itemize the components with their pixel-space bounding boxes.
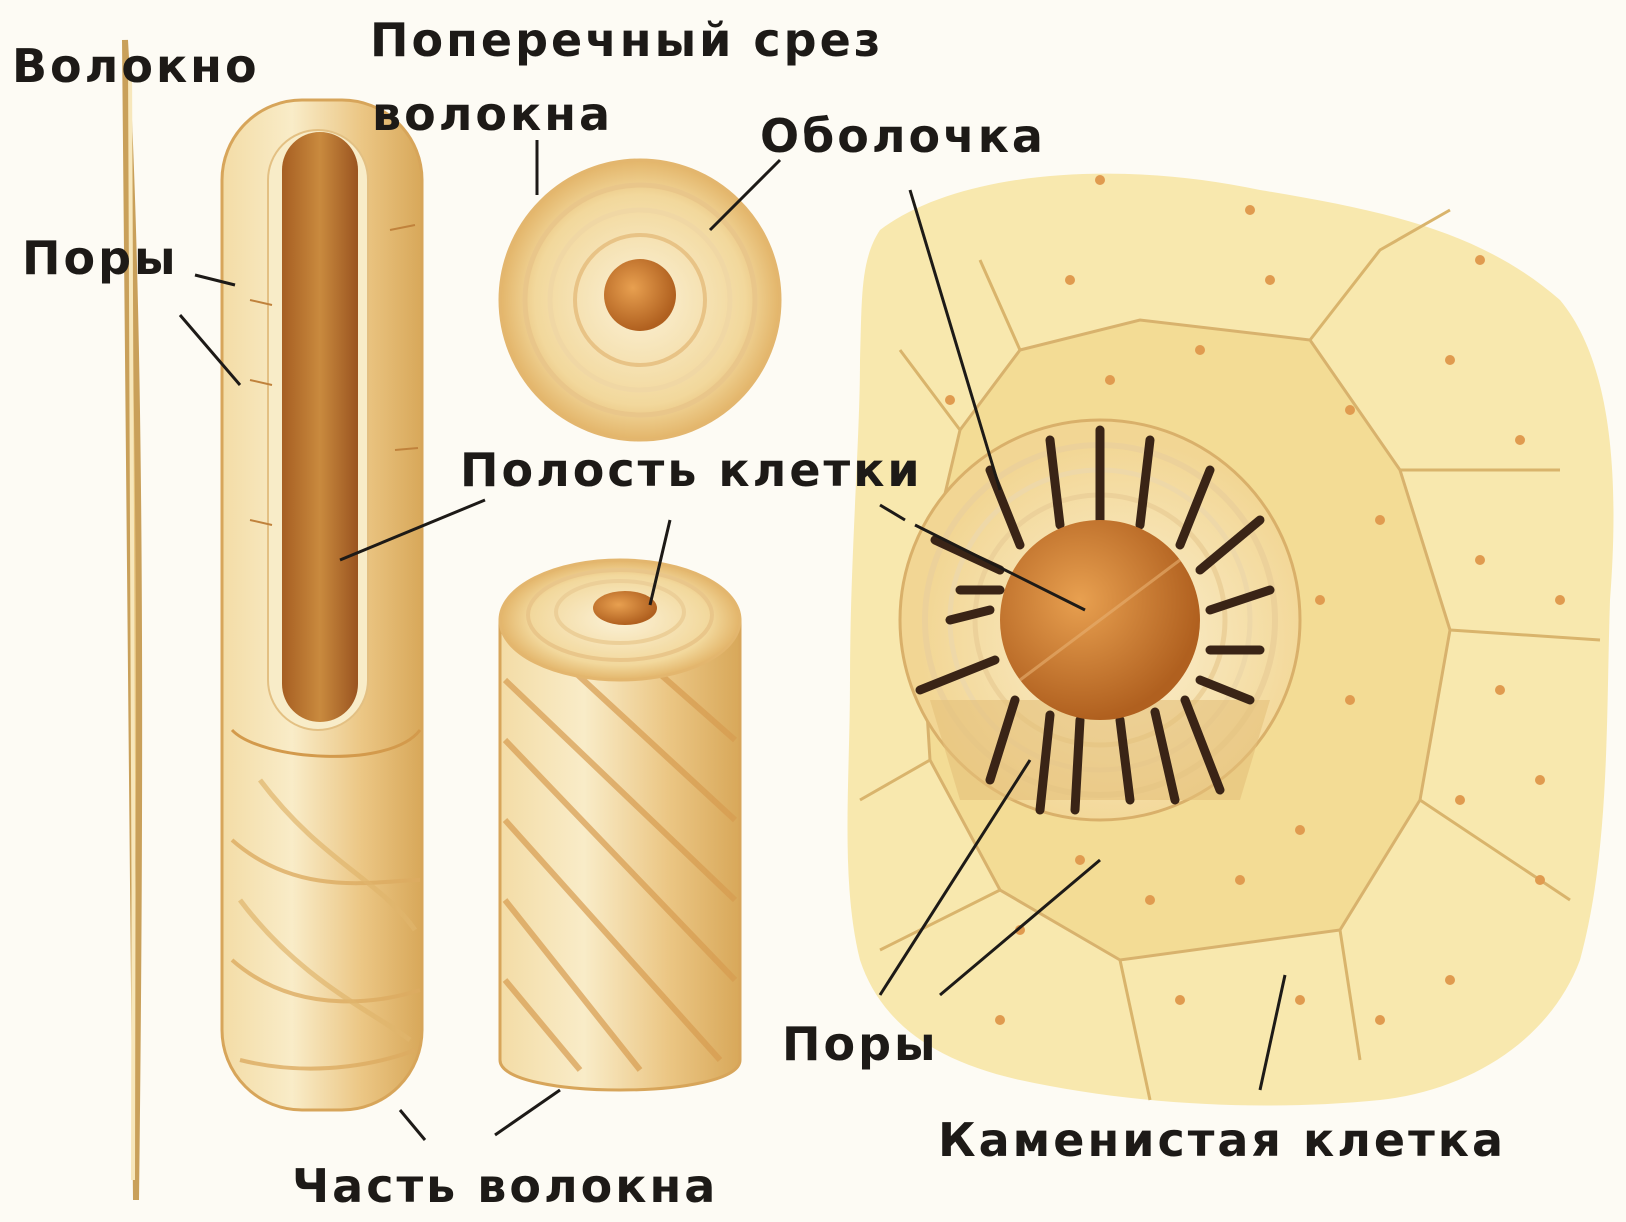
label-pores-right: Поры: [782, 1018, 939, 1070]
label-shell: Оболочка: [760, 110, 1046, 162]
fiber-section-cutaway: [222, 100, 422, 1110]
stone-cell: [900, 420, 1300, 820]
fiber-part-cylinder: [500, 560, 740, 1090]
label-fiber: Волокно: [12, 40, 260, 92]
label-fiber-part: Часть волокна: [292, 1160, 718, 1212]
label-stone-cell: Каменистая клетка: [938, 1114, 1506, 1166]
label-cross-section-line2: волокна: [372, 88, 613, 140]
label-pores-left: Поры: [22, 232, 179, 284]
whole-fiber: [125, 40, 139, 1200]
label-cross-section-line1: Поперечный срез: [370, 14, 884, 66]
label-cell-cavity: Полость клетки: [460, 444, 923, 496]
